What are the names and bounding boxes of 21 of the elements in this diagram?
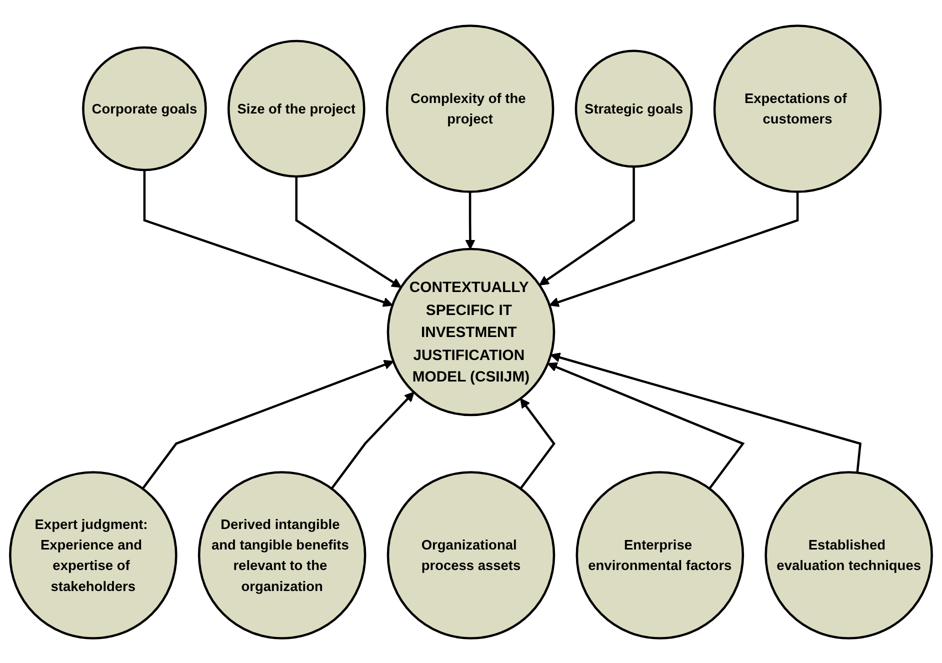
node-circle: Organizational process assets (386, 470, 556, 639)
node-circle: Expectations of customers (713, 24, 882, 192)
node-circle: Strategic goals (574, 49, 693, 168)
arrow (550, 352, 862, 472)
arrow (143, 170, 393, 306)
node-circle: Complexity of the project (386, 24, 554, 192)
arrow (330, 391, 414, 489)
node-circle: Enterprise environmental factors (576, 470, 744, 639)
node-circle: Derived intangible and tangible benefits relevant to the organization (198, 470, 366, 639)
node-circle: Established evaluation techniques (764, 470, 933, 639)
arrow (520, 398, 556, 489)
arrow (295, 176, 402, 288)
node-circle: Expert judgment: Experience and expertise of stakeholders (9, 470, 178, 639)
node-circle: Size of the project (227, 39, 366, 178)
arrow (142, 359, 394, 489)
arrow (465, 191, 476, 249)
arrow (539, 166, 635, 286)
node-circle: CONTEXTUALLY SPECIFIC IT INVESTMENT JUSTIFICATION MODEL (CSIIJM) (386, 247, 556, 416)
node-circle: Corporate goals (82, 46, 207, 171)
arrow (549, 191, 799, 306)
arrow (547, 362, 745, 489)
